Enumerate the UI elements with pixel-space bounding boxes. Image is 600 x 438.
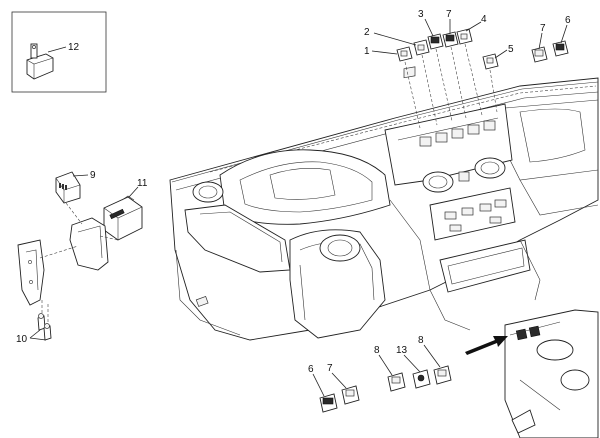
switch-part-7a [442, 31, 459, 48]
console-detail [465, 309, 599, 438]
inset-relay-box: 12 [11, 11, 107, 93]
arrow-icon [465, 336, 508, 355]
top-switches [396, 28, 569, 129]
bolt-parts-10 [37, 313, 52, 341]
switch-part-2 [413, 39, 430, 56]
switch-part-6b [319, 393, 338, 413]
callout-7-right: 7 [540, 23, 546, 34]
callout-5: 5 [508, 44, 514, 55]
callout-1: 1 [364, 46, 370, 57]
dashboard-assembly [169, 66, 599, 341]
relay-part-12 [26, 43, 54, 80]
climate-knobs [444, 199, 507, 232]
callout-8-bottom-right: 8 [418, 335, 424, 346]
switch-part-7c [341, 385, 360, 405]
switch-part-13 [412, 369, 431, 389]
callout-3: 3 [418, 9, 424, 20]
callout-13: 13 [396, 345, 408, 356]
switch-part-8b [433, 365, 452, 385]
switch-part-6a [552, 40, 569, 57]
callout-7-top: 7 [446, 9, 452, 20]
switch-part-8a [387, 372, 406, 392]
switch-part-4 [456, 28, 473, 45]
switch-part-5 [482, 53, 499, 70]
switch-bay-slots [403, 66, 496, 147]
switch-part-1 [396, 46, 413, 62]
callout-7-bottom: 7 [327, 363, 333, 374]
module-part-11 [103, 195, 143, 241]
switch-part-3 [427, 33, 444, 50]
left-module-assembly [17, 171, 143, 341]
callout-4: 4 [481, 14, 487, 25]
callout-9: 9 [90, 170, 96, 181]
callout-10: 10 [16, 334, 28, 345]
callout-6-bottom: 6 [308, 364, 314, 375]
callout-11: 11 [137, 178, 148, 189]
sensor-part-9 [55, 171, 81, 204]
callout-2: 2 [364, 27, 370, 38]
callout-8-bottom-left: 8 [374, 345, 380, 356]
callout-6-right: 6 [565, 15, 571, 26]
switch-part-7b [531, 46, 548, 63]
bottom-switches [319, 365, 452, 413]
callout-12: 12 [68, 42, 80, 53]
